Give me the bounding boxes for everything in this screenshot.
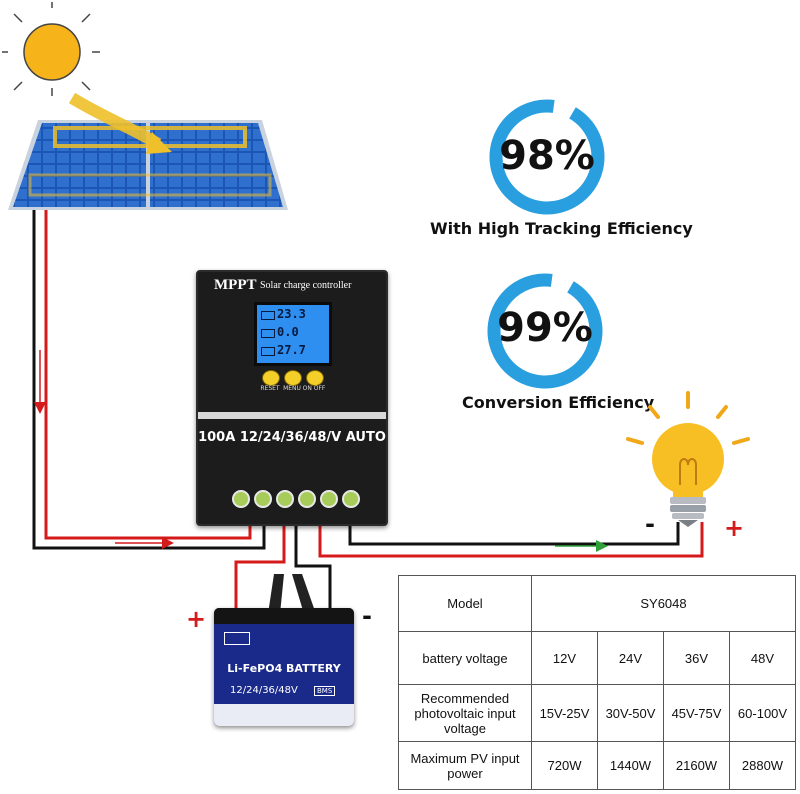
controller-subtitle: Solar charge controller	[260, 280, 352, 291]
panel-icon	[261, 311, 275, 320]
table-cell: 12V	[531, 631, 598, 685]
table-cell: 720W	[531, 741, 598, 790]
table-cell: 1440W	[597, 741, 664, 790]
lcd-value-pv: 23.3	[277, 307, 306, 321]
load-minus-sign: -	[645, 510, 655, 538]
light-bulb-icon	[626, 391, 750, 527]
controller-stripe	[198, 412, 386, 419]
sun-icon	[2, 2, 100, 96]
load-positive-wire	[318, 500, 704, 558]
row-label: Maximum PV input power	[398, 741, 532, 790]
terminal-battery-positive	[276, 490, 294, 508]
row-label: Recommended photovoltaic input voltage	[398, 684, 532, 742]
battery-negative-wire	[294, 500, 332, 612]
controller-model-line: 100A 12/24/36/48/V AUTO	[198, 430, 386, 445]
terminal-load-negative	[342, 490, 360, 508]
terminal-battery-negative	[298, 490, 316, 508]
reset-label: RESET	[260, 385, 280, 392]
bms-badge: BMS	[314, 686, 336, 696]
terminal-pv-negative	[254, 490, 272, 508]
battery-indicator-icon	[224, 632, 250, 645]
table-cell: 15V-25V	[531, 684, 598, 742]
efficiency-caption-tracking: With High Tracking Efficiency	[430, 219, 693, 238]
table-cell: 24V	[597, 631, 664, 685]
table-cell: 60-100V	[729, 684, 796, 742]
efficiency-value-98: 98%	[499, 133, 595, 179]
battery-label-strip	[214, 704, 354, 726]
table-cell: 45V-75V	[663, 684, 730, 742]
lifepo4-battery: Li-FePO4 BATTERY 12/24/36/48V BMS	[214, 608, 354, 726]
row-label: battery voltage	[398, 631, 532, 685]
menu-button[interactable]	[284, 370, 302, 386]
battery-minus-sign: -	[362, 602, 372, 630]
efficiency-value-99: 99%	[497, 305, 593, 351]
battery-icon	[261, 347, 275, 356]
battery-voltages: 12/24/36/48V	[230, 685, 298, 696]
onoff-label: ON OFF	[302, 385, 326, 392]
table-cell: 48V	[729, 631, 796, 685]
terminal-pv-positive	[232, 490, 250, 508]
model-label-cell: Model	[398, 575, 532, 632]
efficiency-ring-99	[487, 273, 603, 389]
lcd-display: 23.3 0.0 27.7	[254, 302, 332, 366]
table-cell: 36V	[663, 631, 730, 685]
table-row: Recommended photovoltaic input voltage 1…	[398, 684, 796, 742]
battery-handle	[268, 574, 316, 614]
solar-panel-icon	[8, 92, 288, 210]
current-icon	[261, 329, 275, 338]
battery-title: Li-FePO4 BATTERY	[227, 662, 341, 675]
menu-label: MENU	[283, 385, 301, 392]
table-row: battery voltage 12V 24V 36V 48V	[398, 631, 796, 685]
table-row: Maximum PV input power 720W 1440W 2160W …	[398, 741, 796, 790]
load-plus-sign: +	[724, 514, 745, 542]
reset-button[interactable]	[262, 370, 280, 386]
table-cell: 30V-50V	[597, 684, 664, 742]
efficiency-caption-conversion: Conversion Efficiency	[462, 393, 655, 412]
battery-plus-sign: +	[186, 605, 207, 633]
table-row: Model SY6048	[398, 575, 796, 632]
lcd-value-current: 0.0	[277, 325, 299, 339]
table-cell: 2160W	[663, 741, 730, 790]
battery-top	[214, 608, 354, 624]
table-cell: 2880W	[729, 741, 796, 790]
charge-controller: MPPT Solar charge controller 23.3 0.0 27…	[196, 270, 388, 526]
battery-positive-wire	[234, 500, 286, 612]
model-value-cell: SY6048	[531, 575, 796, 632]
controller-brand: MPPT	[214, 277, 257, 293]
terminal-load-positive	[320, 490, 338, 508]
lcd-value-battery: 27.7	[277, 343, 306, 357]
onoff-button[interactable]	[306, 370, 324, 386]
efficiency-ring-98	[489, 99, 605, 215]
spec-table: Model SY6048 battery voltage 12V 24V 36V…	[398, 575, 796, 790]
